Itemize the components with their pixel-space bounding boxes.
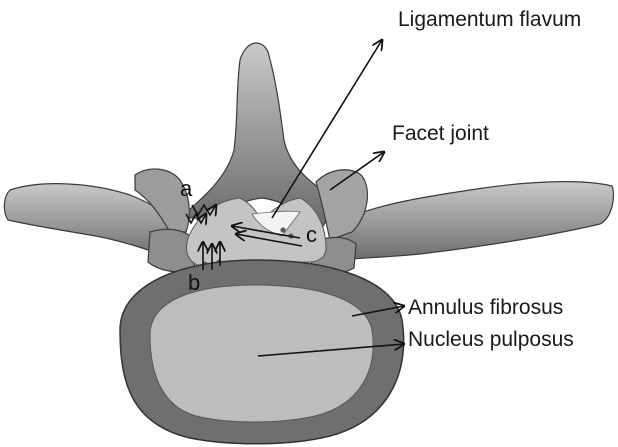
intervertebral-disc	[120, 260, 404, 444]
label-c: c	[306, 222, 317, 247]
nucleus-pulposus-label: Nucleus pulposus	[408, 328, 574, 351]
annulus-fibrosus-label: Annulus fibrosus	[408, 296, 563, 319]
spinous-process	[180, 43, 338, 228]
label-b: b	[188, 270, 200, 295]
label-a: a	[180, 176, 193, 201]
nerve-dot	[280, 227, 285, 232]
facet-joint-label: Facet joint	[392, 122, 489, 145]
nucleus-pulposus	[150, 285, 373, 422]
ligamentum-flavum-label: Ligamentum flavum	[398, 8, 581, 31]
